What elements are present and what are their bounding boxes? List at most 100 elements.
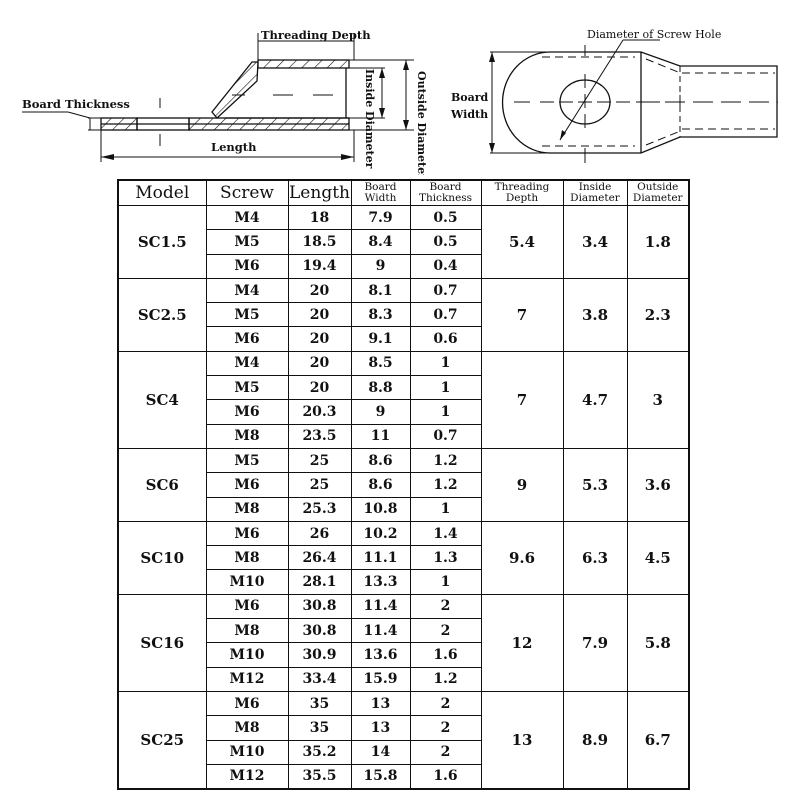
length-cell: 26 bbox=[287, 520, 352, 547]
board-width-cell: 7.9 bbox=[350, 204, 411, 231]
outside-diameter-cell: 1.8 bbox=[626, 205, 690, 279]
board-width-cell: 13.6 bbox=[350, 642, 411, 668]
threading-depth-cell: 13 bbox=[480, 690, 564, 790]
length-label: Length bbox=[211, 140, 257, 154]
board-width-cell: 8.8 bbox=[350, 375, 411, 401]
threading-depth-cell: 9.6 bbox=[480, 520, 564, 595]
screw-cell: M5 bbox=[205, 229, 289, 255]
outside-diameter-cell: 5.8 bbox=[626, 593, 690, 692]
length-cell: 25 bbox=[287, 447, 352, 474]
board-width-label-line1: Board bbox=[451, 91, 489, 104]
board-width-label-line2: Width bbox=[450, 108, 488, 121]
board-width-cell: 9.1 bbox=[350, 326, 411, 352]
board-width-cell: 13 bbox=[350, 690, 411, 717]
board-width-cell: 9 bbox=[350, 253, 411, 279]
model-cell: SC10 bbox=[117, 520, 207, 595]
length-cell: 33.4 bbox=[287, 666, 352, 692]
screw-cell: M8 bbox=[205, 618, 289, 644]
board-thickness-cell: 2 bbox=[409, 618, 482, 644]
board-thickness-cell: 2 bbox=[409, 715, 482, 741]
screw-cell: M6 bbox=[205, 399, 289, 425]
board-width-cell: 11.4 bbox=[350, 618, 411, 644]
board-thickness-cell: 1.2 bbox=[409, 666, 482, 692]
board-width-cell: 8.6 bbox=[350, 447, 411, 474]
board-thickness-cell: 0.5 bbox=[409, 204, 482, 231]
screw-cell: M4 bbox=[205, 350, 289, 377]
screw-cell: M5 bbox=[205, 375, 289, 401]
inside-diameter-label: Inside Diameter bbox=[363, 69, 376, 169]
length-cell: 20 bbox=[287, 350, 352, 377]
model-cell: SC25 bbox=[117, 690, 207, 790]
screw-cell: M8 bbox=[205, 496, 289, 522]
board-width-cell: 10.2 bbox=[350, 520, 411, 547]
board-thickness-cell: 0.7 bbox=[409, 302, 482, 328]
board-width-cell: 11.4 bbox=[350, 593, 411, 620]
length-cell: 18.5 bbox=[287, 229, 352, 255]
inside-diameter-cell: 5.3 bbox=[562, 447, 628, 522]
board-thickness-cell: 0.7 bbox=[409, 423, 482, 449]
board-thickness-cell: 2 bbox=[409, 739, 482, 765]
board-width-cell: 8.3 bbox=[350, 302, 411, 328]
technical-drawings: Threading Depth Board Thickness Length I… bbox=[22, 28, 778, 175]
board-thickness-cell: 0.6 bbox=[409, 326, 482, 352]
board-width-cell: 8.4 bbox=[350, 229, 411, 255]
length-cell: 19.4 bbox=[287, 253, 352, 279]
length-cell: 28.1 bbox=[287, 569, 352, 595]
length-cell: 35.5 bbox=[287, 763, 352, 790]
length-cell: 20 bbox=[287, 375, 352, 401]
board-thickness-cell: 1.2 bbox=[409, 472, 482, 498]
screw-cell: M4 bbox=[205, 204, 289, 231]
screw-cell: M8 bbox=[205, 423, 289, 449]
length-cell: 30.8 bbox=[287, 593, 352, 620]
header-length: Length bbox=[287, 179, 352, 206]
screw-cell: M5 bbox=[205, 302, 289, 328]
board-width-cell: 9 bbox=[350, 399, 411, 425]
screw-cell: M6 bbox=[205, 326, 289, 352]
length-cell: 20 bbox=[287, 302, 352, 328]
length-cell: 35 bbox=[287, 715, 352, 741]
inside-diameter-cell: 7.9 bbox=[562, 593, 628, 692]
outside-diameter-cell: 4.5 bbox=[626, 520, 690, 595]
board-width-cell: 13.3 bbox=[350, 569, 411, 595]
model-cell: SC2.5 bbox=[117, 277, 207, 352]
inside-diameter-cell: 3.4 bbox=[562, 205, 628, 279]
diameter-of-screw-hole-label: Diameter of Screw Hole bbox=[587, 28, 721, 41]
screw-cell: M8 bbox=[205, 715, 289, 741]
length-cell: 30.8 bbox=[287, 618, 352, 644]
board-width-cell: 11 bbox=[350, 423, 411, 449]
screw-cell: M10 bbox=[205, 739, 289, 765]
threading-depth-cell: 12 bbox=[480, 593, 564, 692]
board-thickness-cell: 1 bbox=[409, 375, 482, 401]
length-cell: 18 bbox=[287, 204, 352, 231]
threading-depth-label: Threading Depth bbox=[261, 28, 371, 42]
outside-diameter-cell: 6.7 bbox=[626, 690, 690, 790]
board-width-cell: 8.1 bbox=[350, 277, 411, 304]
board-width-cell: 8.6 bbox=[350, 472, 411, 498]
board-thickness-cell: 1 bbox=[409, 496, 482, 522]
outside-diameter-cell: 3.6 bbox=[626, 447, 690, 522]
board-thickness-cell: 2 bbox=[409, 690, 482, 717]
board-thickness-cell: 1.3 bbox=[409, 545, 482, 571]
board-thickness-cell: 1 bbox=[409, 350, 482, 377]
threading-depth-cell: 5.4 bbox=[480, 205, 564, 279]
length-cell: 35 bbox=[287, 690, 352, 717]
length-cell: 30.9 bbox=[287, 642, 352, 668]
screw-cell: M6 bbox=[205, 472, 289, 498]
length-cell: 20.3 bbox=[287, 399, 352, 425]
board-width-cell: 11.1 bbox=[350, 545, 411, 571]
